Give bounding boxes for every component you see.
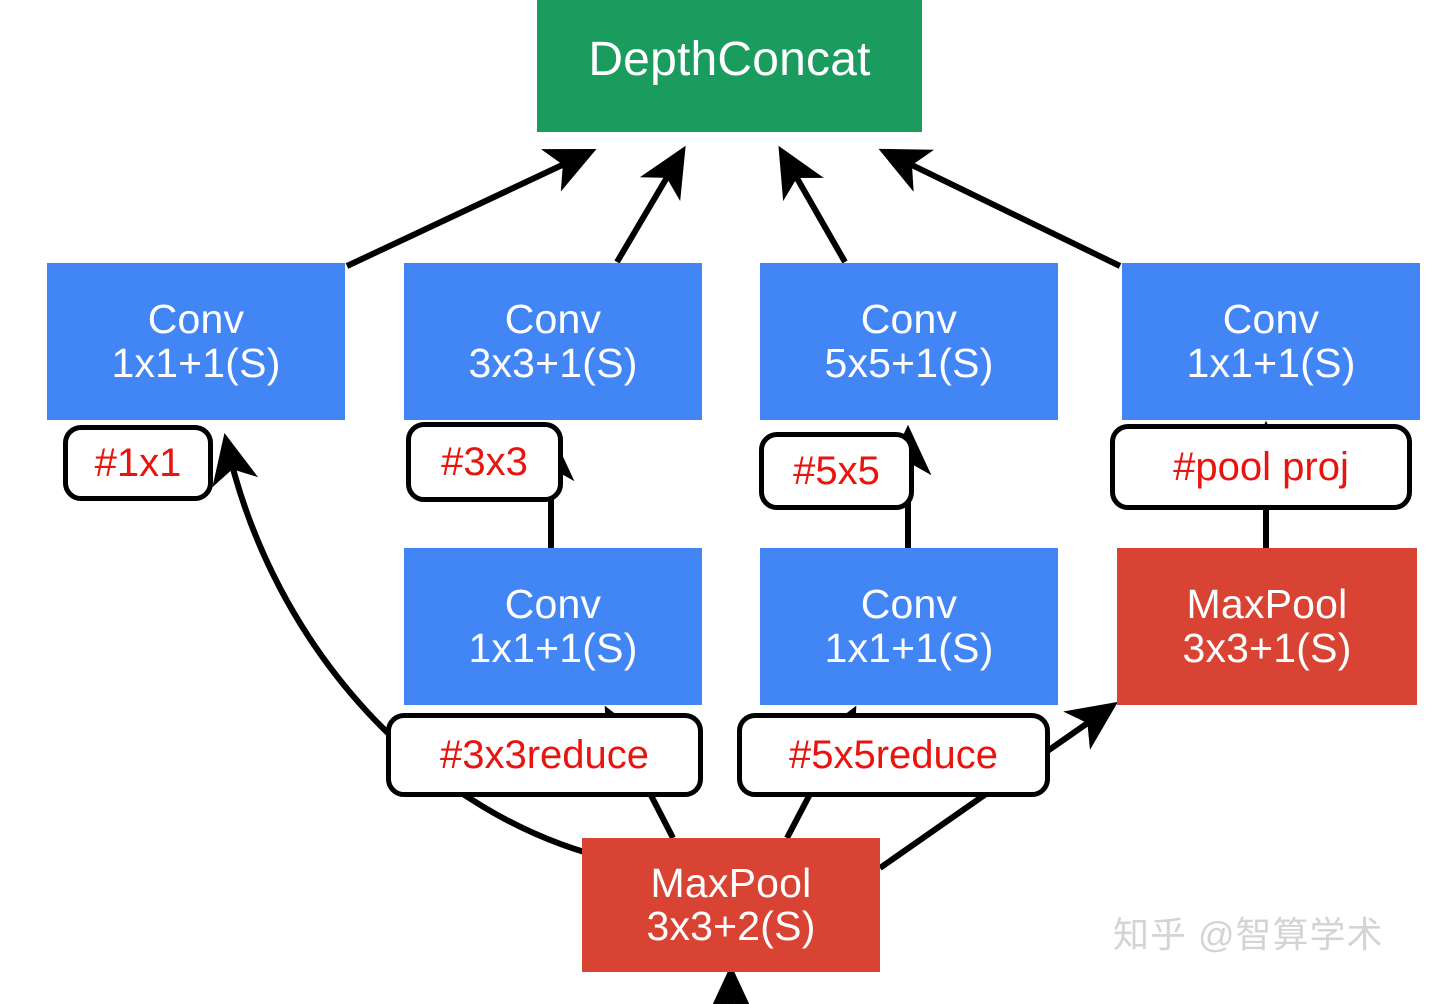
node-depth-concat[interactable]: DepthConcat	[537, 0, 922, 132]
tag-5x5[interactable]: #5x5	[759, 432, 914, 510]
tag-3x3-reduce[interactable]: #3x3reduce	[386, 713, 703, 797]
tag-5x5-reduce[interactable]: #5x5reduce	[737, 713, 1050, 797]
edge-conv5x5-to-concat	[778, 145, 848, 264]
node-conv-5x5-reduce-line1: Conv	[860, 581, 958, 628]
node-conv-3x3-reduce-line2: 1x1+1(S)	[468, 624, 638, 671]
node-depth-concat-label: DepthConcat	[588, 32, 871, 86]
tag-pool-proj[interactable]: #pool proj	[1110, 424, 1412, 510]
node-maxpool-branch-line1: MaxPool	[1186, 581, 1348, 628]
node-conv-5x5-line2: 5x5+1(S)	[824, 339, 994, 386]
node-conv-3x3-reduce[interactable]: Conv 1x1+1(S)	[404, 548, 702, 705]
node-maxpool-input[interactable]: MaxPool 3x3+2(S)	[582, 838, 880, 972]
edge-conv1x1-to-concat	[345, 148, 597, 269]
node-conv-1x1-line1: Conv	[147, 296, 245, 343]
node-maxpool-input-line1: MaxPool	[650, 859, 812, 906]
node-conv-5x5-reduce-line2: 1x1+1(S)	[824, 624, 994, 671]
node-conv-1x1[interactable]: Conv 1x1+1(S)	[47, 263, 345, 420]
watermark: 知乎 @智算学术	[1113, 914, 1384, 955]
node-conv-3x3[interactable]: Conv 3x3+1(S)	[404, 263, 702, 420]
node-conv-3x3-reduce-line1: Conv	[504, 581, 602, 628]
node-conv-pool-proj[interactable]: Conv 1x1+1(S)	[1122, 263, 1420, 420]
tag-3x3[interactable]: #3x3	[406, 422, 563, 502]
node-maxpool-branch[interactable]: MaxPool 3x3+1(S)	[1117, 548, 1417, 705]
node-conv-1x1-line2: 1x1+1(S)	[111, 339, 281, 386]
node-conv-3x3-line1: Conv	[504, 296, 602, 343]
edge-conv3x3-to-concat	[614, 145, 686, 264]
node-maxpool-input-line2: 3x3+2(S)	[646, 903, 816, 949]
node-conv-5x5-reduce[interactable]: Conv 1x1+1(S)	[760, 548, 1058, 705]
edge-poolproj-to-concat	[878, 148, 1122, 269]
node-conv-pool-proj-line1: Conv	[1222, 296, 1320, 343]
tag-1x1[interactable]: #1x1	[63, 425, 213, 501]
node-conv-5x5-line1: Conv	[860, 296, 958, 343]
node-conv-5x5[interactable]: Conv 5x5+1(S)	[760, 263, 1058, 420]
node-conv-pool-proj-line2: 1x1+1(S)	[1186, 339, 1356, 386]
node-conv-3x3-line2: 3x3+1(S)	[468, 339, 638, 386]
node-maxpool-branch-line2: 3x3+1(S)	[1182, 624, 1352, 671]
